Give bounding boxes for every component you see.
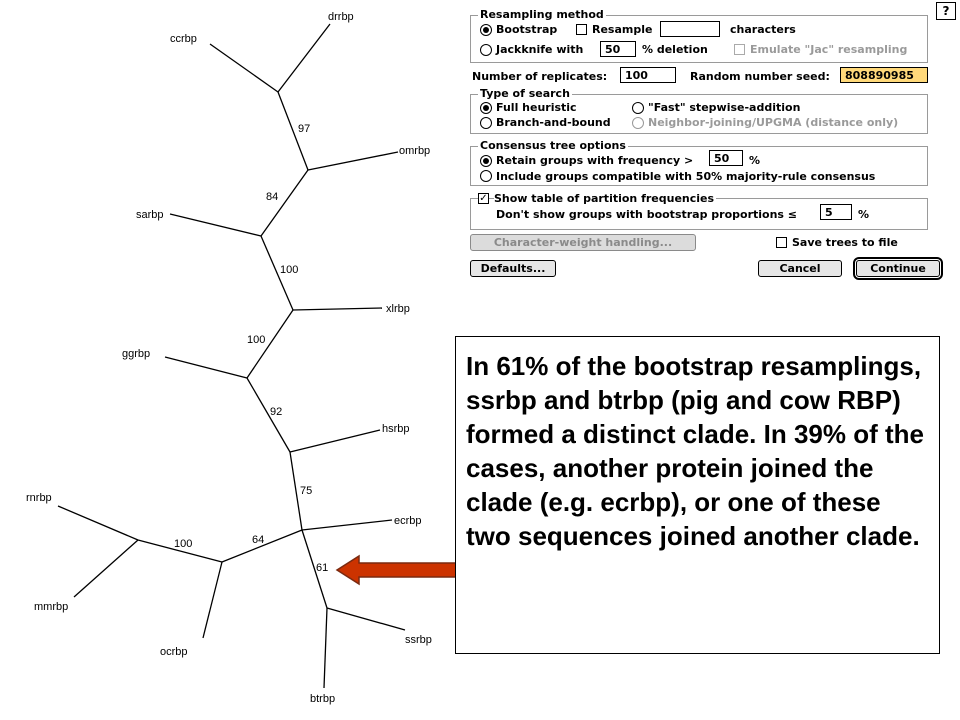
search-type-group xyxy=(470,94,928,134)
characters-label: characters xyxy=(730,23,796,36)
branch xyxy=(73,539,139,598)
fast-stepwise-label: "Fast" stepwise-addition xyxy=(648,101,801,114)
explanation-note: In 61% of the bootstrap resamplings, ssr… xyxy=(455,336,940,654)
branch xyxy=(260,169,309,237)
save-trees-label: Save trees to file xyxy=(792,236,898,249)
save-trees-checkbox[interactable] xyxy=(776,237,787,248)
leaf-label: ecrbp xyxy=(394,515,422,527)
leaf-label: omrbp xyxy=(399,145,430,157)
retain-groups-radio[interactable] xyxy=(480,155,492,167)
emulate-jac-label: Emulate "Jac" resampling xyxy=(750,43,908,56)
resample-label: Resample xyxy=(592,23,653,36)
branch xyxy=(209,43,279,93)
leaf-label: ocrbp xyxy=(160,646,188,658)
branch xyxy=(289,429,381,453)
branch xyxy=(246,309,294,379)
bootstrap-value: 75 xyxy=(300,485,312,497)
neighbor-joining-radio[interactable] xyxy=(632,117,644,129)
replicates-field[interactable]: 100 xyxy=(620,67,676,83)
branch xyxy=(301,519,393,531)
leaf-label: ssrbp xyxy=(405,634,432,646)
continue-button[interactable]: Continue xyxy=(853,257,943,280)
branch xyxy=(277,91,309,171)
branch-and-bound-label: Branch-and-bound xyxy=(496,116,611,129)
replicates-label: Number of replicates: xyxy=(472,70,608,83)
leaf-label: ccrbp xyxy=(170,33,197,45)
resample-characters-field[interactable] xyxy=(660,21,720,37)
retain-frequency-field[interactable]: 50 xyxy=(709,150,743,166)
branch-and-bound-radio[interactable] xyxy=(480,117,492,129)
branch xyxy=(57,505,139,541)
branch xyxy=(169,213,262,237)
bootstrap-value: 100 xyxy=(247,334,265,346)
search-type-title: Type of search xyxy=(478,87,572,100)
jackknife-radio[interactable] xyxy=(480,44,492,56)
branch xyxy=(323,607,328,689)
branch xyxy=(277,23,331,93)
neighbor-joining-label: Neighbor-joining/UPGMA (distance only) xyxy=(648,116,899,129)
bootstrap-label: Bootstrap xyxy=(496,23,558,36)
branch xyxy=(289,451,303,531)
branch xyxy=(164,356,248,379)
jackknife-percent-field[interactable]: 50 xyxy=(600,41,636,57)
bootstrap-value: 100 xyxy=(280,264,298,276)
full-heuristic-radio[interactable] xyxy=(480,102,492,114)
defaults-button[interactable]: Defaults... xyxy=(470,260,556,277)
leaf-label: btrbp xyxy=(310,693,335,705)
arrow-shape xyxy=(335,554,459,586)
resample-checkbox[interactable] xyxy=(576,24,587,35)
leaf-label: hsrbp xyxy=(382,423,410,435)
seed-field[interactable]: 808890985 xyxy=(840,67,928,83)
bootstrap-value: 64 xyxy=(252,534,264,546)
resampling-group xyxy=(470,15,928,63)
retain-percent-label: % xyxy=(749,154,761,167)
branch xyxy=(301,529,328,609)
arrow-pointer-icon xyxy=(335,554,459,586)
include-compatible-radio[interactable] xyxy=(480,170,492,182)
threshold-percent-label: % xyxy=(858,208,870,221)
leaf-label: sarbp xyxy=(136,209,164,221)
branch xyxy=(260,235,294,311)
full-heuristic-label: Full heuristic xyxy=(496,101,577,114)
leaf-label: drrbp xyxy=(328,11,354,23)
help-icon[interactable]: ? xyxy=(936,2,956,20)
bootstrap-radio[interactable] xyxy=(480,24,492,36)
branch xyxy=(137,539,223,563)
bootstrap-value: 61 xyxy=(316,562,328,574)
bootstrap-threshold-field[interactable]: 5 xyxy=(820,204,852,220)
include-compatible-label: Include groups compatible with 50% major… xyxy=(496,170,876,183)
fast-stepwise-radio[interactable] xyxy=(632,102,644,114)
consensus-group xyxy=(470,146,928,186)
resampling-title: Resampling method xyxy=(478,8,606,21)
deletion-label: % deletion xyxy=(642,43,708,56)
branch xyxy=(326,607,406,631)
leaf-label: ggrbp xyxy=(122,348,150,360)
leaf-label: rnrbp xyxy=(26,492,52,504)
branch xyxy=(292,307,383,311)
consensus-title: Consensus tree options xyxy=(478,139,628,152)
character-weight-button[interactable]: Character-weight handling... xyxy=(470,234,696,251)
emulate-jac-checkbox[interactable] xyxy=(734,44,745,55)
dont-show-label: Don't show groups with bootstrap proport… xyxy=(496,208,798,221)
seed-label: Random number seed: xyxy=(690,70,830,83)
branch xyxy=(221,529,303,563)
branch xyxy=(307,151,399,171)
bootstrap-dialog: Resampling method Bootstrap Resample cha… xyxy=(466,2,960,286)
branch xyxy=(246,377,291,453)
cancel-button[interactable]: Cancel xyxy=(758,260,842,277)
show-partition-checkbox[interactable]: ✓ xyxy=(478,193,489,204)
bootstrap-value: 97 xyxy=(298,123,310,135)
show-partition-label: Show table of partition frequencies xyxy=(494,192,717,205)
bootstrap-value: 92 xyxy=(270,406,282,418)
leaf-label: mmrbp xyxy=(34,601,68,613)
retain-groups-label: Retain groups with frequency > xyxy=(496,154,694,167)
branch xyxy=(202,561,223,639)
bootstrap-value: 84 xyxy=(266,191,278,203)
bootstrap-value: 100 xyxy=(174,538,192,550)
leaf-label: xlrbp xyxy=(386,303,410,315)
jackknife-label: Jackknife with xyxy=(496,43,584,56)
